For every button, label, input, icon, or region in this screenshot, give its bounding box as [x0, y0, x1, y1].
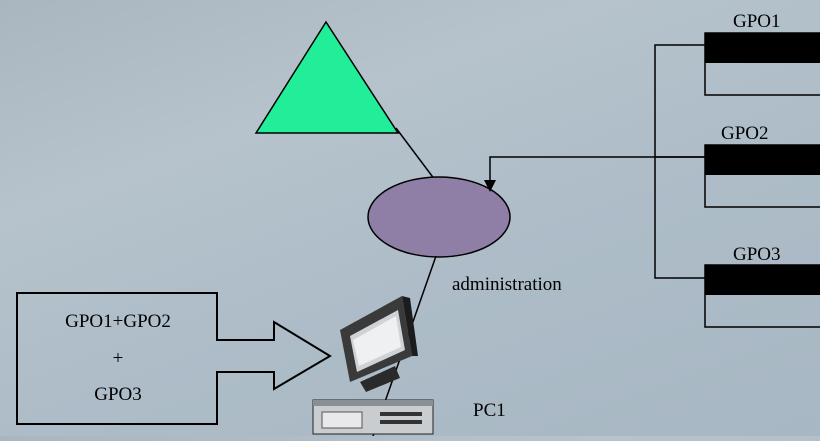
gpo3-box — [704, 264, 820, 328]
result-text-line2: + — [112, 348, 124, 369]
gpo3-bar — [705, 265, 820, 295]
pc-label: PC1 — [473, 400, 506, 421]
gpo1-box — [704, 32, 820, 96]
gpo1-bar — [705, 33, 820, 63]
ou-ellipse — [367, 176, 511, 258]
gpo3-label: GPO3 — [733, 244, 781, 265]
gpo-link-arrowhead — [484, 180, 496, 192]
result-text-line1: GPO1+GPO2 — [65, 311, 171, 332]
pc-icon — [312, 296, 434, 435]
domain-link-line — [395, 127, 439, 185]
domain-triangle — [254, 20, 400, 134]
gpo-bracket — [654, 44, 710, 279]
gpo1-label: GPO1 — [733, 11, 781, 32]
gpo2-bar — [705, 145, 820, 175]
result-arrow-shape — [16, 292, 332, 425]
result-text-line3: GPO3 — [94, 384, 142, 405]
gpo-link-arrow — [489, 156, 705, 182]
gpo2-label: GPO2 — [721, 123, 769, 144]
gpo2-box — [704, 144, 820, 208]
ou-label: administration — [452, 274, 562, 295]
